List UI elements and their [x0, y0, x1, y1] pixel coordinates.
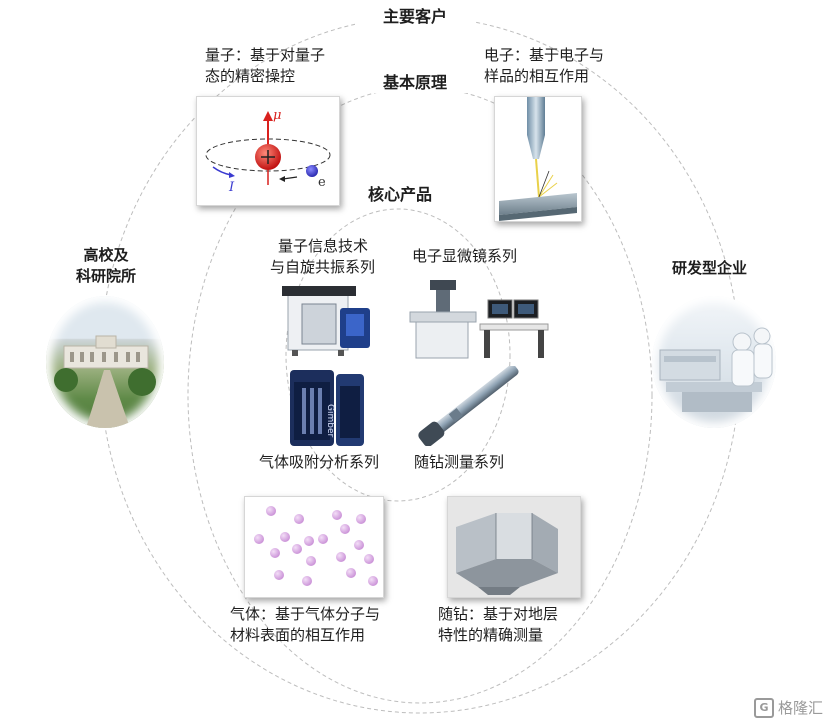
electron-principle-line1: 电子：基于电子与 [484, 46, 605, 64]
drilling-diagram-panel [447, 496, 581, 598]
core-products-label: 核心产品 [340, 184, 460, 205]
spin-diagram: μ e I [205, 108, 331, 195]
electron-product-label: 电子显微镜系列 [412, 247, 518, 265]
gas-product-label: 气体吸附分析系列 [259, 453, 380, 471]
drilling-principle-line1: 随钻：基于对地层 [438, 605, 559, 623]
spin-resonance-instrument-image [282, 286, 370, 356]
middle-ring [187, 86, 653, 704]
quantum-product-line1: 量子信息技术 [278, 237, 369, 255]
universities-line1: 高校及 [83, 246, 129, 264]
drill-bit-3d-diagram [448, 497, 580, 597]
quantum-principle-line1: 量子：基于对量子 [205, 46, 326, 64]
drilling-principle-line2: 特性的精确测量 [438, 626, 544, 644]
electron-microscope-image [409, 280, 549, 359]
watermark-text: 格隆汇 [777, 699, 823, 717]
inner-ring [285, 208, 511, 502]
watermark-logo-icon: G [753, 697, 774, 718]
drilling-tool-image [418, 366, 519, 446]
electron-column-icon [527, 97, 545, 135]
sample-surface-icon [499, 193, 577, 215]
basic-principles-label: 基本原理 [355, 72, 475, 93]
gas-adsorption-instrument-image: Gimber [290, 370, 364, 446]
electron-icon [306, 165, 318, 177]
quantum-diagram-panel: μ e I [196, 96, 340, 206]
main-customers-label: 主要客户 [355, 6, 475, 27]
universities-line2: 科研院所 [75, 267, 136, 285]
quantum-product-line2: 与自旋共振系列 [270, 258, 376, 276]
gas-diagram-panel [244, 496, 384, 598]
gas-particles [254, 506, 378, 586]
university-campus-image [46, 296, 164, 428]
gas-molecules-diagram [254, 506, 378, 586]
lab-workers-image [652, 296, 776, 428]
mu-arrow-icon [263, 111, 273, 121]
electron-diagram-panel [494, 96, 582, 222]
gas-principle-line2: 材料表面的相互作用 [230, 626, 366, 644]
drilling-product-label: 随钻测量系列 [414, 453, 505, 471]
mu-symbol: μ [273, 108, 281, 123]
current-symbol: I [228, 180, 235, 195]
electron-beam-diagram [499, 97, 577, 221]
instrument-logo: Gimber [325, 404, 335, 437]
quantum-principle-line2: 态的精密操控 [205, 67, 296, 85]
electron-symbol: e [318, 175, 326, 190]
gas-principle-line1: 气体：基于气体分子与 [230, 605, 381, 623]
watermark: G 格隆汇 [753, 697, 823, 718]
electron-principle-line2: 样品的相互作用 [484, 67, 590, 85]
rd-companies-label: 研发型企业 [672, 259, 748, 277]
